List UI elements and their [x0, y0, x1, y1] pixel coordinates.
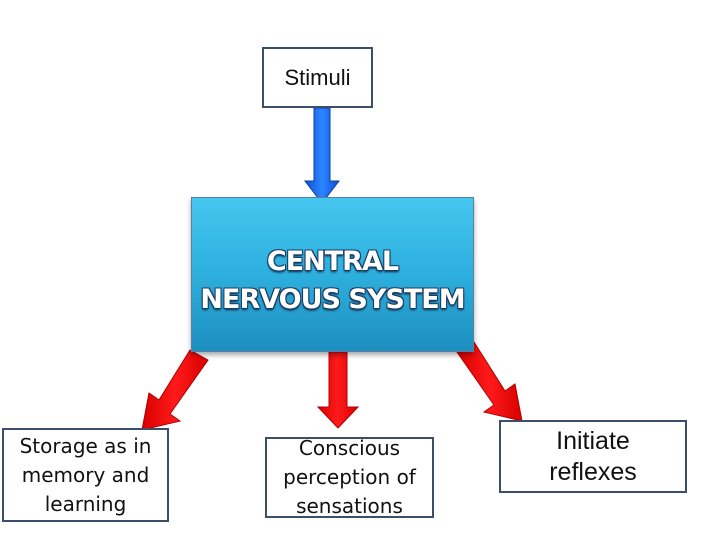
storage-box: Storage as in memory and learning — [2, 428, 169, 522]
conscious-perception-label: Conscious perception of sensations — [283, 434, 416, 521]
cns-label-line-2: NERVOUS SYSTEM — [200, 283, 465, 315]
stimuli-label: Stimuli — [284, 64, 351, 90]
conscious-label-line: perception of — [283, 465, 416, 489]
output-arrow-conscious — [316, 351, 360, 429]
cns-label: CENTRAL NERVOUS SYSTEM — [200, 243, 465, 319]
conscious-label-line: Conscious — [298, 436, 401, 460]
conscious-label-line: sensations — [296, 494, 403, 518]
conscious-perception-box: Conscious perception of sensations — [265, 434, 434, 521]
storage-label: Storage as in memory and learning — [20, 432, 152, 519]
reflexes-label-line: reflexes — [549, 457, 637, 486]
stimuli-box: Stimuli — [262, 47, 373, 108]
storage-label-line: Storage as in — [19, 433, 152, 458]
output-arrow-reflexes — [456, 341, 523, 422]
cns-label-line-1: CENTRAL — [266, 245, 399, 277]
reflexes-box: Initiate reflexes — [499, 420, 687, 493]
input-arrow — [303, 107, 341, 204]
reflexes-label: Initiate reflexes — [549, 426, 637, 488]
central-nervous-system-box: CENTRAL NERVOUS SYSTEM — [191, 197, 474, 352]
storage-label-line: memory and — [21, 462, 150, 487]
reflexes-label-line: Initiate — [556, 426, 630, 455]
storage-label-line: learning — [44, 491, 127, 516]
output-arrow-storage — [141, 349, 209, 431]
